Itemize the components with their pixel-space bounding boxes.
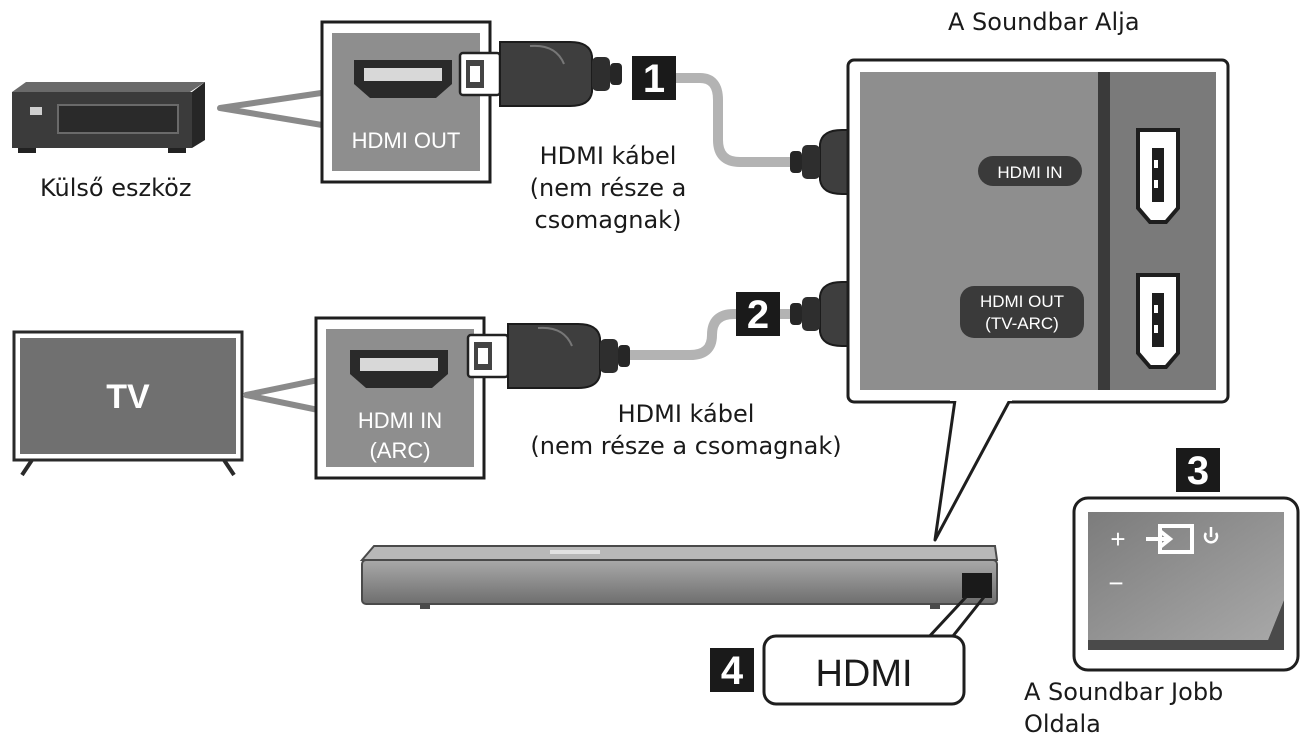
sb-hdmi-in-label: HDMI IN [997, 163, 1062, 182]
tv-port-label-2: (ARC) [369, 438, 430, 463]
hdmi-in-pill [978, 156, 1082, 186]
power-icon [1203, 527, 1219, 544]
soundbar-bottom-panel [846, 58, 1230, 404]
external-device-label: Külső eszköz [40, 174, 192, 202]
tv-port-label-1: HDMI IN [358, 408, 442, 433]
cable-1 [663, 73, 805, 167]
cable2-caption: HDMI kábel (nem része a csomagnak) [516, 398, 856, 462]
ext-port-label: HDMI OUT [352, 128, 461, 153]
svg-text:2: 2 [747, 293, 769, 337]
hdmi-callout-box [762, 634, 966, 706]
soundbar-right-side-panel [1072, 496, 1300, 672]
volume-minus-button: − [1108, 568, 1123, 598]
external-port-pointer [217, 89, 329, 129]
step-badge-1: 1 [632, 56, 676, 101]
tv-port-pointer [243, 375, 329, 415]
tv-label: TV [106, 378, 150, 416]
step-badge-2: 2 [736, 292, 780, 337]
soundbar-callout-tail [933, 399, 1012, 542]
svg-text:4: 4 [721, 649, 744, 693]
cable1-caption: HDMI kábel (nem része a csomagnak) [508, 140, 708, 236]
svg-text:3: 3 [1187, 449, 1209, 493]
external-hdmi-out-panel [320, 20, 492, 184]
hdmi-plug-tv [466, 322, 632, 390]
cable1-caption-line-3: csomagnak) [534, 206, 682, 234]
soundbar-bottom-label: A Soundbar Alja [948, 8, 1140, 36]
cable2-caption-line-1: HDMI kábel [617, 400, 755, 428]
cable-2 [605, 309, 810, 360]
cable1-caption-line-1: HDMI kábel [539, 142, 677, 170]
sb-hdmi-out-label-1: HDMI OUT [980, 292, 1064, 311]
external-device-icon [12, 82, 205, 153]
tv-icon [12, 330, 244, 477]
hdmi-out-pill [960, 286, 1084, 338]
soundbar-right-side-label: A Soundbar Jobb Oldala [1024, 678, 1224, 738]
soundbar-hdmi-out-port [1136, 273, 1180, 369]
soundbar-icon [359, 545, 999, 609]
step-badge-4: 4 [710, 648, 754, 693]
tv-hdmi-in-panel [314, 316, 486, 480]
connection-diagram: 1 2 3 4 HDMI OUT HDMI IN (ARC) TV HDMI I… [12, 20, 1300, 706]
step-badge-3: 3 [1176, 448, 1220, 493]
hdmi-callout-label: HDMI [815, 653, 912, 695]
sb-hdmi-out-label-2: (TV-ARC) [985, 314, 1059, 333]
svg-text:1: 1 [643, 57, 665, 101]
input-source-icon [1146, 524, 1194, 554]
volume-plus-button: + [1110, 524, 1125, 554]
cable1-caption-line-2: (nem része a [529, 174, 687, 202]
soundbar-hdmi-in-port [1136, 128, 1180, 224]
cable2-caption-line-2: (nem része a csomagnak) [530, 432, 842, 460]
